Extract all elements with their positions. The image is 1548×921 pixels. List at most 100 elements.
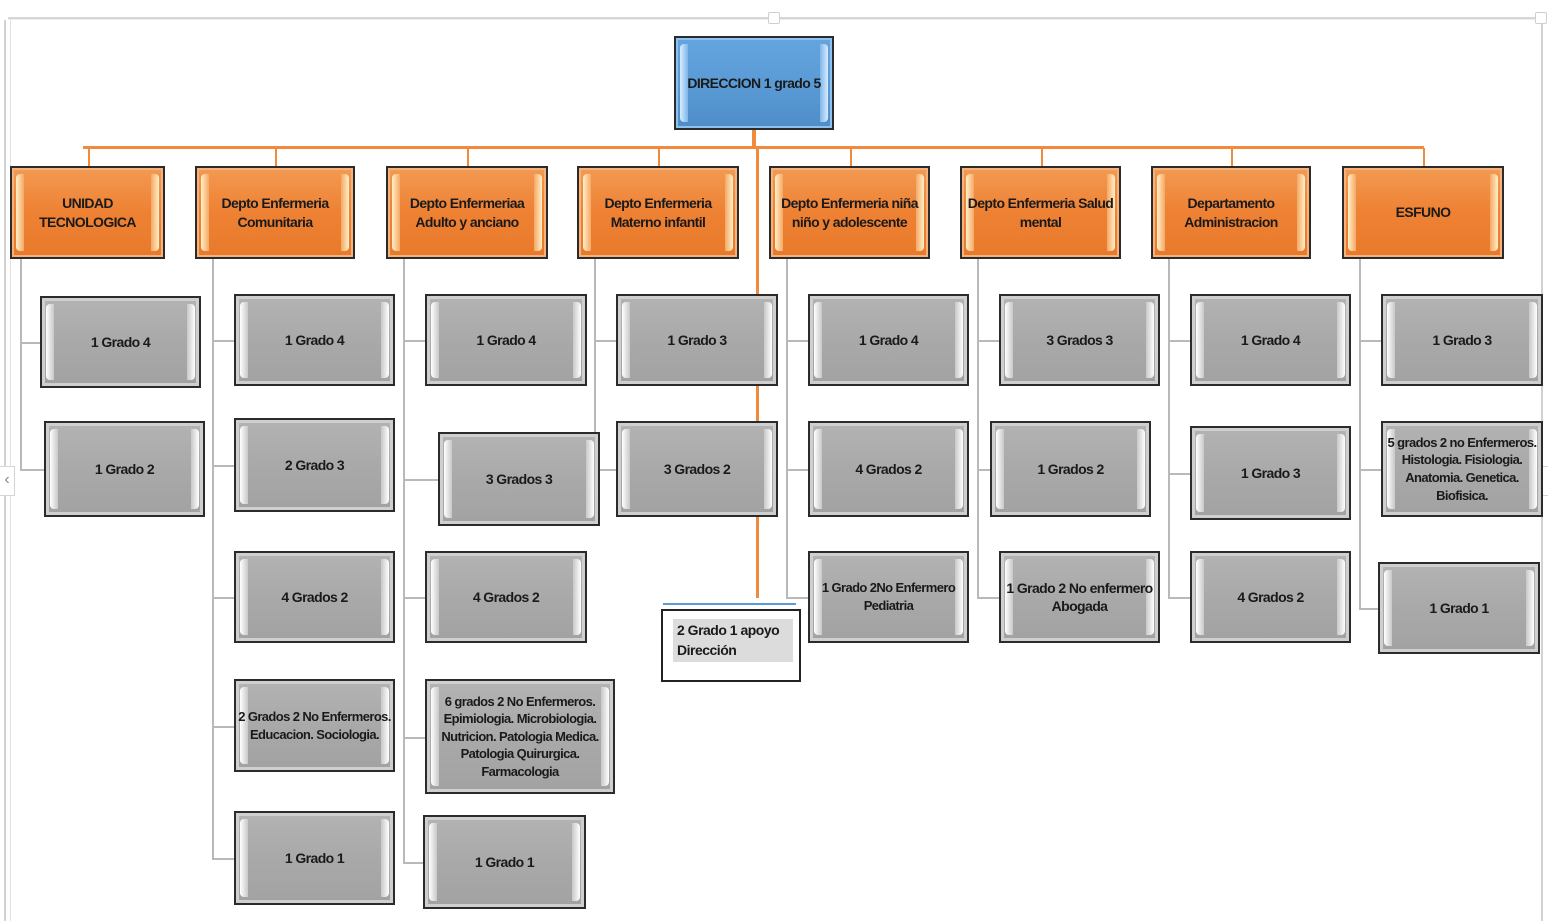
grade-node-2-4[interactable]: 1 Grado 1 bbox=[423, 815, 586, 909]
department-node-0-label: UNIDAD TECNOLOGICA bbox=[39, 195, 136, 230]
grade-node-3-0[interactable]: 1 Grado 3 bbox=[616, 294, 778, 386]
connector-child-5-0 bbox=[977, 340, 999, 342]
grade-node-1-4[interactable]: 1 Grado 1 bbox=[234, 811, 395, 905]
department-node-5-label: Depto Enfermeria Salud mental bbox=[967, 195, 1114, 230]
grade-node-1-0[interactable]: 1 Grado 4 bbox=[234, 294, 395, 386]
grade-node-1-1-label: 2 Grado 3 bbox=[284, 456, 345, 473]
grade-node-5-1[interactable]: 1 Grados 2 bbox=[990, 421, 1151, 517]
grade-node-7-1-label: 5 grados 2 no Enfermeros. Histologia. Fi… bbox=[1387, 434, 1538, 503]
grade-node-7-2-label: 1 Grado 1 bbox=[1429, 599, 1489, 616]
connector-child-7-2 bbox=[1359, 608, 1378, 610]
department-node-3[interactable]: Depto Enfermeria Materno infantil bbox=[577, 166, 739, 259]
grade-node-4-1[interactable]: 4 Grados 2 bbox=[808, 421, 969, 517]
connector-spine-3 bbox=[594, 259, 596, 469]
connector-dept-4 bbox=[850, 148, 852, 166]
apoyo-top-accent bbox=[663, 603, 796, 605]
grade-node-6-2[interactable]: 4 Grados 2 bbox=[1190, 551, 1351, 643]
grade-node-5-0-label: 3 Grados 3 bbox=[1046, 331, 1113, 348]
connector-child-6-1 bbox=[1168, 473, 1190, 475]
grade-node-7-2[interactable]: 1 Grado 1 bbox=[1378, 562, 1540, 654]
department-node-5[interactable]: Depto Enfermeria Salud mental bbox=[960, 166, 1121, 259]
grade-node-1-2-label: 4 Grados 2 bbox=[281, 588, 348, 605]
connector-spine-5 bbox=[977, 259, 979, 597]
connector-dept-6 bbox=[1231, 148, 1233, 166]
connector-child-1-1 bbox=[212, 465, 234, 467]
grade-node-3-1-label: 3 Grados 2 bbox=[663, 460, 731, 477]
grade-node-2-0-label: 1 Grado 4 bbox=[476, 331, 536, 348]
connector-dept-0 bbox=[88, 148, 90, 166]
department-node-4-label: Depto Enfermeria niña niño y adolescente bbox=[781, 195, 918, 230]
grade-node-1-0-label: 1 Grado 4 bbox=[284, 331, 345, 348]
root-node-direccion[interactable]: DIRECCION 1 grado 5 bbox=[674, 36, 834, 130]
connector-root-down bbox=[752, 130, 756, 148]
grade-node-7-1[interactable]: 5 grados 2 no Enfermeros. Histologia. Fi… bbox=[1381, 421, 1543, 517]
grade-node-0-1[interactable]: 1 Grado 2 bbox=[44, 421, 205, 517]
connector-dept-2 bbox=[467, 148, 469, 166]
connector-child-0-0 bbox=[20, 342, 40, 344]
connector-spine-1 bbox=[212, 259, 214, 858]
department-node-1-label: Depto Enfermeria Comunitaria bbox=[221, 195, 329, 230]
grade-node-5-1-label: 1 Grados 2 bbox=[1037, 460, 1104, 477]
grade-node-6-0-label: 1 Grado 4 bbox=[1240, 331, 1301, 348]
department-node-7-label: ESFUNO bbox=[1395, 204, 1451, 221]
department-node-6[interactable]: Departamento Administracion bbox=[1151, 166, 1311, 259]
resize-handle-top[interactable] bbox=[768, 12, 780, 24]
grade-node-1-2[interactable]: 4 Grados 2 bbox=[234, 551, 395, 643]
resize-handle-top-right[interactable] bbox=[1535, 12, 1547, 24]
chevron-left-icon: ‹ bbox=[4, 471, 10, 488]
connector-dept-5 bbox=[1041, 148, 1043, 166]
connector-root-bus bbox=[83, 146, 1424, 149]
connector-child-1-3 bbox=[212, 726, 234, 728]
connector-spine-4 bbox=[786, 259, 788, 597]
department-node-2[interactable]: Depto Enfermeriaa Adulto y anciano bbox=[386, 166, 548, 259]
connector-dept-3 bbox=[658, 148, 660, 166]
grade-node-6-1[interactable]: 1 Grado 3 bbox=[1190, 426, 1351, 520]
grade-node-6-1-label: 1 Grado 3 bbox=[1240, 464, 1301, 481]
department-node-1[interactable]: Depto Enfermeria Comunitaria bbox=[195, 166, 355, 259]
connector-child-1-0 bbox=[212, 340, 234, 342]
connector-spine-7 bbox=[1359, 259, 1361, 608]
connector-dept-1 bbox=[275, 148, 277, 166]
grade-node-4-2[interactable]: 1 Grado 2No Enfermero Pediatria bbox=[808, 551, 969, 643]
department-node-0[interactable]: UNIDAD TECNOLOGICA bbox=[10, 166, 165, 259]
connector-child-6-0 bbox=[1168, 340, 1190, 342]
department-node-4[interactable]: Depto Enfermeria niña niño y adolescente bbox=[769, 166, 930, 259]
connector-child-6-2 bbox=[1168, 597, 1190, 599]
grade-node-2-3[interactable]: 6 grados 2 No Enfermeros. Epimiologia. M… bbox=[425, 679, 615, 794]
grade-node-6-0[interactable]: 1 Grado 4 bbox=[1190, 294, 1351, 386]
connector-child-7-0 bbox=[1359, 340, 1381, 342]
connector-child-1-4 bbox=[212, 858, 234, 860]
connector-spine-0 bbox=[20, 259, 22, 469]
root-node-direccion-label: DIRECCION 1 grado 5 bbox=[687, 74, 821, 91]
grade-node-4-0[interactable]: 1 Grado 4 bbox=[808, 294, 969, 386]
connector-child-2-4 bbox=[403, 862, 423, 864]
connector-child-2-2 bbox=[403, 597, 425, 599]
connector-child-4-2 bbox=[786, 597, 808, 599]
grade-node-0-0[interactable]: 1 Grado 4 bbox=[40, 296, 201, 388]
grade-node-1-3-label: 2 Grados 2 No Enfermeros. Educacion. Soc… bbox=[238, 708, 391, 742]
collapse-left-button[interactable]: ‹ bbox=[0, 466, 15, 496]
connector-child-2-0 bbox=[403, 340, 425, 342]
grade-node-5-2-label: 1 Grado 2 No enfermero Abogada bbox=[1006, 579, 1153, 614]
grade-node-4-1-label: 4 Grados 2 bbox=[855, 460, 922, 477]
connector-child-2-3 bbox=[403, 737, 425, 739]
grade-node-2-3-label: 6 grados 2 No Enfermeros. Epimiologia. M… bbox=[441, 693, 599, 779]
grade-node-3-1[interactable]: 3 Grados 2 bbox=[616, 421, 778, 517]
grade-node-7-0[interactable]: 1 Grado 3 bbox=[1381, 294, 1543, 386]
grade-node-1-3[interactable]: 2 Grados 2 No Enfermeros. Educacion. Soc… bbox=[234, 679, 395, 772]
connector-child-3-0 bbox=[594, 340, 616, 342]
grade-node-2-2[interactable]: 4 Grados 2 bbox=[425, 551, 587, 643]
apoyo-direccion-label: 2 Grado 1 apoyo Dirección bbox=[673, 619, 793, 662]
connector-child-4-0 bbox=[786, 340, 808, 342]
grade-node-5-0[interactable]: 3 Grados 3 bbox=[999, 294, 1160, 386]
grade-node-5-2[interactable]: 1 Grado 2 No enfermero Abogada bbox=[999, 551, 1160, 643]
connector-child-1-2 bbox=[212, 597, 234, 599]
grade-node-2-1[interactable]: 3 Grados 3 bbox=[438, 432, 600, 526]
connector-child-3-1 bbox=[594, 469, 616, 471]
grade-node-2-2-label: 4 Grados 2 bbox=[472, 588, 540, 605]
department-node-7[interactable]: ESFUNO bbox=[1342, 166, 1504, 259]
apoyo-direccion-box[interactable]: 2 Grado 1 apoyo Dirección bbox=[661, 609, 801, 682]
grade-node-2-0[interactable]: 1 Grado 4 bbox=[425, 294, 587, 386]
grade-node-1-1[interactable]: 2 Grado 3 bbox=[234, 418, 395, 512]
connector-dept-7 bbox=[1423, 148, 1425, 166]
